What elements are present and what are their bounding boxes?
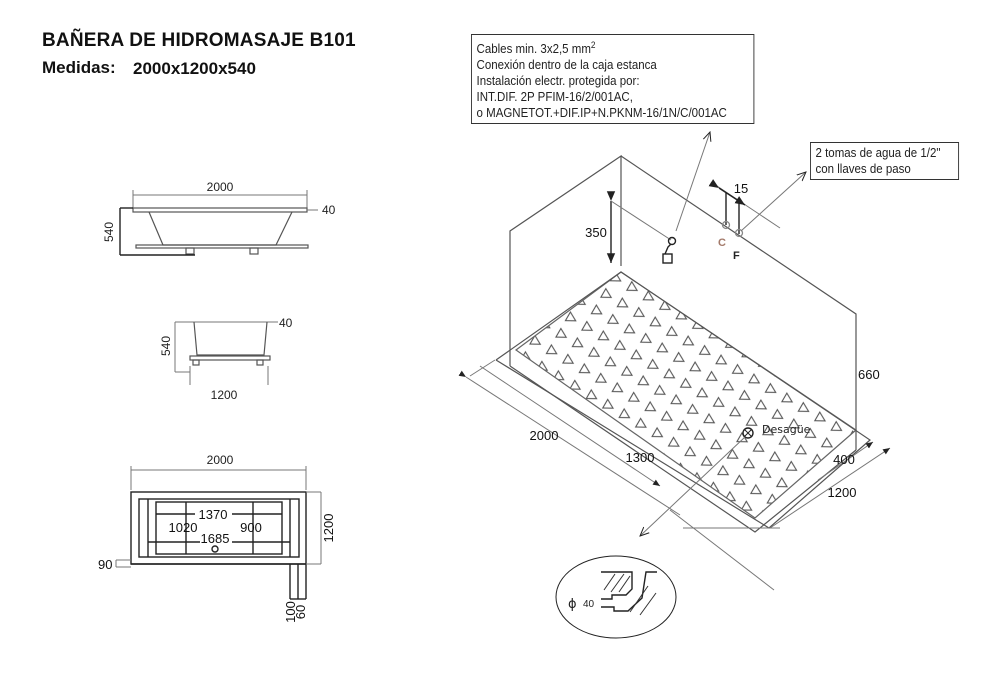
electrical-note-superscript: 2 <box>590 40 596 50</box>
iso-length-label: 2000 <box>530 428 559 443</box>
electrical-box-icon <box>662 236 677 264</box>
electrical-note-line-2: Conexión dentro de la caja estanca <box>476 58 657 73</box>
tub-floor-pattern <box>514 271 857 519</box>
cold-tap-label: F <box>733 250 740 262</box>
iso-socket-height-label: 350 <box>585 225 607 240</box>
electrical-note-line-3: Instalación electr. protegida por: <box>476 74 640 89</box>
side-length-label: 2000 <box>207 180 234 194</box>
side-view: 2000 40 540 <box>102 180 336 256</box>
top-width-label: 1200 <box>321 514 336 543</box>
top-inner-total-label: 1685 <box>201 531 230 546</box>
hot-water-tap-icon <box>721 220 731 230</box>
hot-tap-label: C <box>718 237 726 249</box>
electrical-note-pointer <box>675 132 710 232</box>
side-rim-label: 40 <box>322 203 336 217</box>
top-inner-length-label: 1370 <box>199 507 228 522</box>
measures-value: 2000x1200x540 <box>133 59 256 78</box>
iso-wall-height-label: 660 <box>858 367 880 382</box>
top-inner-left-label: 1020 <box>169 520 198 535</box>
end-width-label: 1200 <box>211 388 238 402</box>
drain-label: Desagüe <box>762 423 811 436</box>
electrical-note-line-5: o MAGNETOT.+DIF.IP+N.PKNM-16/1N/C/001AC <box>476 106 727 121</box>
top-inner-right-label: 900 <box>240 520 262 535</box>
end-height-label: 540 <box>159 336 173 356</box>
diameter-value: 40 <box>583 599 595 610</box>
back-left-wall <box>509 154 622 366</box>
water-note-pointer <box>740 172 806 232</box>
top-border-left-label: 90 <box>98 557 112 572</box>
product-title: BAÑERA DE HIDROMASAJE B101 <box>42 30 356 51</box>
iso-drain-length-label: 1300 <box>626 450 655 465</box>
drain-hole <box>211 545 219 553</box>
drain-detail-pointer <box>640 436 746 536</box>
cold-water-tap-icon <box>734 228 744 238</box>
top-border-bottom-2-label: 60 <box>293 605 308 619</box>
top-view: 2000 1370 1020 900 1685 1200 90 100 60 <box>98 453 336 623</box>
water-note-line-2: con llaves de paso <box>815 162 911 176</box>
water-note-line-1: 2 tomas de agua de 1/2" <box>815 146 941 160</box>
drain-icon <box>742 427 754 439</box>
iso-drain-width-label: 400 <box>833 452 855 467</box>
isometric-view: 2000 1300 1200 400 660 350 15 C F <box>458 132 891 591</box>
top-border-bottom-1-label: 100 <box>283 601 298 623</box>
iso-width-label: 1200 <box>828 485 857 500</box>
electrical-note-line-4: INT.DIF. 2P PFIM-16/2/001AC, <box>476 90 633 105</box>
water-note: 2 tomas de agua de 1/2" con llaves de pa… <box>810 142 960 180</box>
back-right-wall <box>620 155 857 450</box>
electrical-note-line-1: Cables min. 3x2,5 mm <box>476 42 591 57</box>
side-height-label: 540 <box>102 222 116 242</box>
measures-label: Medidas: <box>42 58 116 77</box>
electrical-note: Cables min. 3x2,5 mm2 Conexión dentro de… <box>471 34 755 125</box>
top-length-label: 2000 <box>207 453 234 467</box>
end-rim-label: 40 <box>279 316 293 330</box>
iso-tap-spacing-label: 15 <box>734 181 748 196</box>
end-view: 40 540 1200 <box>159 316 293 402</box>
diameter-symbol: ϕ <box>568 597 577 612</box>
drain-detail: ϕ 40 <box>555 555 677 639</box>
rim <box>132 207 308 213</box>
